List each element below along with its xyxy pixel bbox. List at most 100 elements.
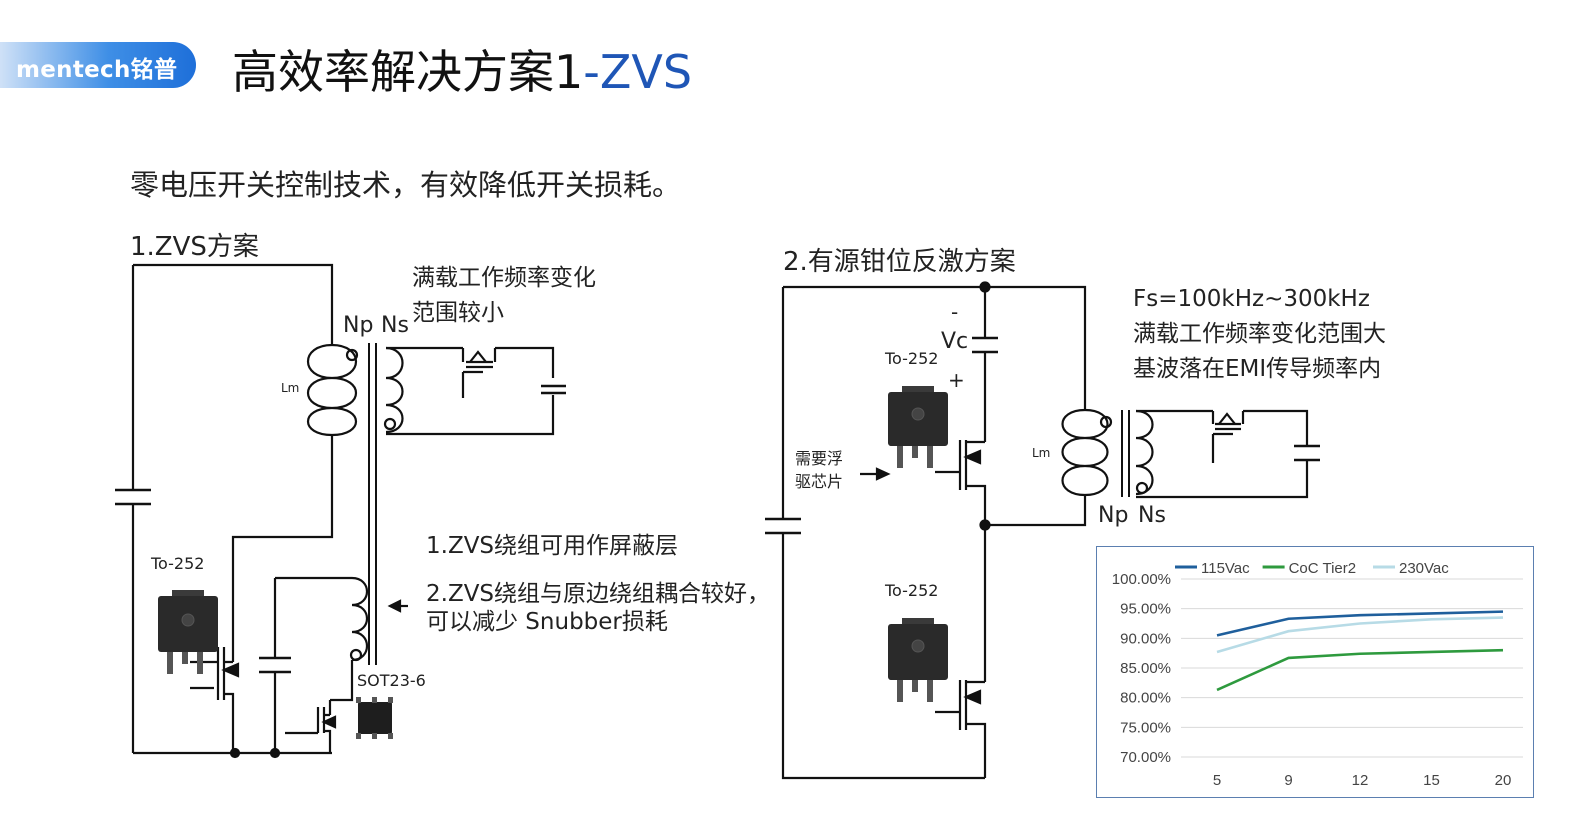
zvs-aux-mosfet xyxy=(316,700,332,753)
acf-circuit xyxy=(765,281,1320,780)
efficiency-chart-svg: 100.00% 95.00% 90.00% 85.00% 80.00% 75.00% 70.… xyxy=(1112,560,1523,789)
acf-output-capacitor xyxy=(1294,444,1320,462)
acf-secondary-winding xyxy=(1135,409,1154,496)
acf-sr-mosfet-diode xyxy=(1218,412,1236,425)
zvs-label-sot23: SOT23-6 xyxy=(357,671,426,690)
chart-x-tick-label: 20 xyxy=(1495,772,1512,789)
page-title: 高效率解决方案1-ZVS xyxy=(232,36,692,102)
acf-label-ns: Ns xyxy=(1138,503,1166,528)
acf-driver-label-line2: 驱芯片 xyxy=(795,472,844,491)
zvs-label-np: Np xyxy=(343,313,374,338)
chart-y-tick-label: 95.00% xyxy=(1120,601,1171,618)
acf-label-plus: + xyxy=(948,368,965,392)
chart-series-line xyxy=(1216,648,1504,692)
zvs-transformer-core xyxy=(368,343,377,665)
acf-left-wire xyxy=(781,287,985,780)
acf-driver-arrow-head xyxy=(875,467,891,481)
acf-clamp-capacitor xyxy=(972,336,998,354)
zvs-feature-2-line1: 2.ZVS绕组与原边绕组耦合较好， xyxy=(426,581,771,607)
acf-mid-wire xyxy=(985,495,1087,527)
zvs-sot23-ic xyxy=(356,697,393,739)
acf-lower-mosfet xyxy=(958,668,987,778)
zvs-label-lm: Lm xyxy=(281,381,300,395)
chart-x-tick-label: 5 xyxy=(1213,772,1221,789)
zvs-output-capacitor xyxy=(541,384,566,395)
zvs-primary-winding-lm xyxy=(306,343,333,437)
chart-y-tick-label: 100.00% xyxy=(1112,571,1171,588)
acf-input-capacitor xyxy=(765,517,801,535)
acf-secondary-loop xyxy=(1136,409,1309,499)
zvs-aux-bottom xyxy=(330,660,354,702)
chart-legend-label: CoC Tier2 xyxy=(1289,560,1357,577)
acf-top-wire xyxy=(783,285,1087,410)
acf-label-vc: Vc xyxy=(941,329,969,354)
chart-legend-label: 115Vac xyxy=(1201,560,1250,577)
zvs-note-top-line1: 满载工作频率变化 xyxy=(412,265,596,291)
zvs-to252-package xyxy=(158,590,218,674)
acf-note-line2: 满载工作频率变化范围大 xyxy=(1133,321,1386,347)
acf-upper-mosfet xyxy=(958,428,987,525)
zvs-secondary-dot xyxy=(383,417,397,431)
chart-y-tick-label: 85.00% xyxy=(1120,660,1171,677)
chart-y-tick-label: 75.00% xyxy=(1120,719,1171,736)
acf-note-line3: 基波落在EMI传导频率内 xyxy=(1133,356,1382,382)
zvs-feature-1: 1.ZVS绕组可用作屏蔽层 xyxy=(426,533,679,559)
zvs-node-1 xyxy=(229,747,241,759)
acf-label-to252-bottom: To-252 xyxy=(885,581,939,600)
zvs-top-wire xyxy=(133,263,334,345)
chart-y-tick-label: 80.00% xyxy=(1120,690,1171,707)
page-title-main: 高效率解决方案1 xyxy=(232,45,584,99)
zvs-main-mosfet xyxy=(216,640,235,753)
zvs-feature-2-line2: 可以减少 Snubber损耗 xyxy=(426,609,668,635)
zvs-label-ns: Ns xyxy=(381,313,409,338)
zvs-label-to252: To-252 xyxy=(151,554,205,573)
zvs-secondary-loop xyxy=(386,346,555,436)
zvs-input-capacitor xyxy=(115,488,151,506)
chart-y-tick-label: 90.00% xyxy=(1120,630,1171,647)
acf-label-np: Np xyxy=(1098,503,1129,528)
acf-to252-package-bottom xyxy=(888,618,948,702)
brand-logo: mentech铭普 xyxy=(0,42,196,88)
acf-driver-label-line1: 需要浮 xyxy=(795,449,844,468)
acf-primary-dot xyxy=(1099,415,1113,429)
zvs-note-arrow-head xyxy=(387,599,402,613)
zvs-node-2 xyxy=(269,747,281,759)
zvs-aux-dot xyxy=(349,648,363,662)
acf-sr-mosfet xyxy=(1211,411,1245,463)
chart-y-tick-label: 70.00% xyxy=(1120,749,1171,766)
acf-primary-winding-lm xyxy=(1061,408,1086,497)
zvs-sr-mosfet-diode xyxy=(469,350,487,363)
chart-legend-label: 230Vac xyxy=(1399,560,1449,577)
zvs-primary-to-switch xyxy=(231,435,334,640)
zvs-sr-mosfet xyxy=(461,348,497,398)
chart-series-line xyxy=(1216,616,1504,654)
page-subtitle: 零电压开关控制技术，有效降低开关损耗。 xyxy=(130,168,682,202)
chart-x-tick-label: 15 xyxy=(1423,772,1440,789)
zvs-secondary-winding xyxy=(385,346,404,434)
zvs-circuit xyxy=(115,263,566,759)
acf-note-line1: Fs=100kHz~300kHz xyxy=(1133,286,1370,312)
chart-series-line xyxy=(1216,610,1504,637)
zvs-note-top-line2: 范围较小 xyxy=(412,300,504,326)
acf-upper-mosfet-arrow xyxy=(963,449,982,465)
zvs-section-heading: 1.ZVS方案 xyxy=(130,232,259,262)
acf-transformer-core xyxy=(1121,410,1130,497)
acf-label-minus: - xyxy=(951,300,959,324)
acf-label-to252-top: To-252 xyxy=(885,349,939,368)
zvs-main-mosfet-arrow xyxy=(221,662,240,678)
acf-section-heading: 2.有源钳位反激方案 xyxy=(783,247,1016,277)
chart-x-tick-label: 9 xyxy=(1284,772,1292,789)
acf-label-lm: Lm xyxy=(1032,446,1051,460)
acf-to252-package-top xyxy=(888,386,948,468)
zvs-primary-winding xyxy=(331,343,358,437)
acf-primary-winding xyxy=(1084,408,1109,497)
chart-x-tick-label: 12 xyxy=(1352,772,1369,789)
efficiency-chart: 100.00% 95.00% 90.00% 85.00% 80.00% 75.00% 70.… xyxy=(1096,546,1534,798)
zvs-primary-dot xyxy=(345,348,359,362)
acf-secondary-dot xyxy=(1135,481,1149,495)
brand-logo-text: mentech铭普 xyxy=(16,57,178,83)
zvs-aux-mosfet-arrow xyxy=(321,715,337,729)
zvs-aux-winding xyxy=(351,576,368,662)
page-title-accent: -ZVS xyxy=(583,45,693,99)
